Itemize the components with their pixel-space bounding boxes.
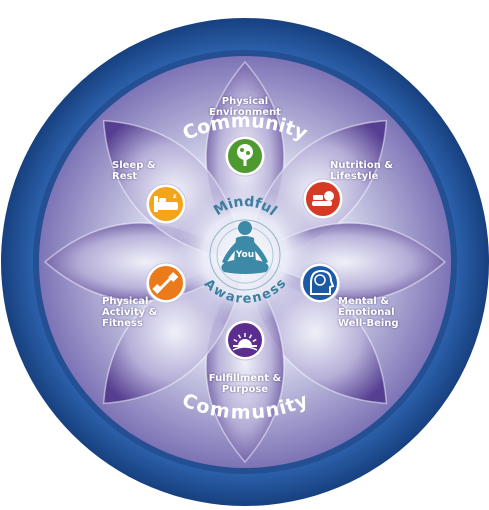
node-label-line: Emotional <box>338 307 395 318</box>
node-physical-environment <box>224 135 266 177</box>
head-icon <box>310 269 335 295</box>
node-label-line: Activity & <box>102 307 158 318</box>
node-label-line: Rest <box>112 171 138 182</box>
node-label-sleep-rest: Sleep &Rest <box>112 160 156 182</box>
tree-icon <box>237 144 253 166</box>
node-label-line: Environment <box>209 107 281 118</box>
node-icons: z <box>145 135 344 361</box>
node-sleep-rest: z <box>145 183 187 225</box>
svg-text:z: z <box>173 193 177 200</box>
bed-icon: z <box>154 193 178 212</box>
node-label-line: Sleep & <box>112 160 156 171</box>
node-label-line: Lifestyle <box>330 171 379 182</box>
node-physical-activity <box>145 262 187 304</box>
node-label-line: Physical <box>102 296 149 307</box>
food-icon <box>312 191 334 206</box>
node-label-line: Nutrition & <box>330 160 394 171</box>
dumbbell-icon <box>152 272 179 294</box>
center-halo-1 <box>209 219 281 291</box>
you-label: You <box>235 250 254 260</box>
node-label-line: Purpose <box>221 384 269 395</box>
meditating-figure-icon <box>221 221 269 274</box>
node-nutrition-lifestyle <box>302 178 344 220</box>
node-label-line: Physical <box>221 96 269 107</box>
node-fulfillment-purpose <box>224 319 266 361</box>
node-label-line: Mental & <box>338 296 390 307</box>
node-label-line: Fitness <box>102 318 143 329</box>
node-label-line: Fulfillment & <box>208 373 282 384</box>
node-label-nutrition-lifestyle: Nutrition &Lifestyle <box>330 160 393 182</box>
node-label-line: Well-Being <box>338 318 399 329</box>
node-mental-emotional <box>299 262 341 304</box>
node-label-fulfillment-purpose: Fulfillment &Purpose <box>209 373 281 395</box>
sunrise-icon <box>232 333 258 351</box>
